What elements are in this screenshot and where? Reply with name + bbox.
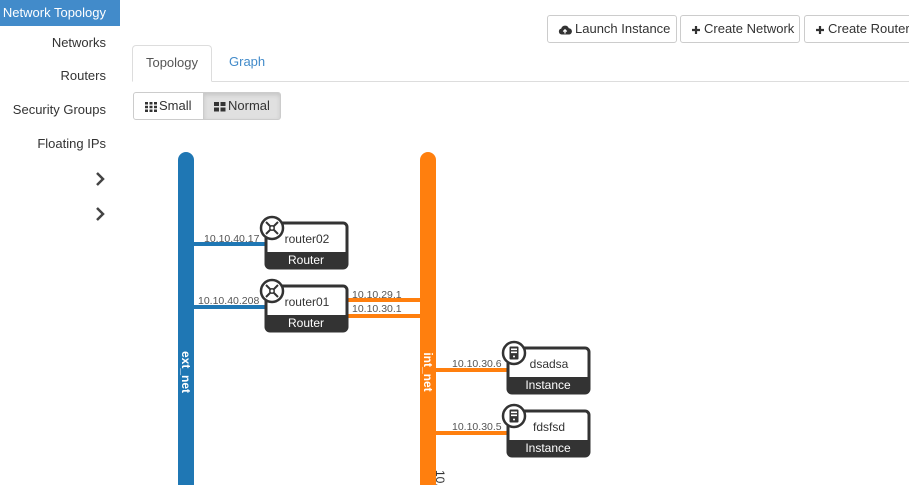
sidebar-item-networks[interactable]: Networks [51,35,106,50]
chevron-right-icon[interactable] [92,205,108,223]
instance-node[interactable]: Instance dsadsa [501,340,591,395]
router-node-name: router02 [285,232,330,246]
router-node-name: router01 [285,295,330,309]
router02-ext-ip: 10.10.40.17 [204,233,260,245]
tab-graph[interactable]: Graph [229,54,266,69]
launch-instance-label: Launch Instance [575,21,671,36]
router-node-type: Router [288,253,324,267]
router-icon [259,278,285,304]
server-icon [501,403,527,429]
tab-topology[interactable]: Topology [132,45,212,82]
network-ext-net-label: ext_net [179,351,193,393]
cloud-upload-icon [558,25,572,35]
instance-node-type: Instance [525,378,571,392]
network-int-net[interactable]: int_net 10.10 [420,152,447,485]
grid-small-icon [145,101,157,112]
launch-instance-button[interactable]: Launch Instance [547,15,677,43]
router01-int-ip-1: 10.10.29.1 [352,289,402,301]
chevron-right-icon[interactable] [92,170,108,188]
plus-icon [692,25,700,34]
sidebar: Network Topology Networks Routers Securi… [0,0,120,485]
sidebar-item-network-topology[interactable]: Network Topology [0,0,120,26]
server-icon [501,340,527,366]
network-int-net-cidr: 10.10 [433,470,447,485]
sidebar-item-routers[interactable]: Routers [60,68,106,83]
router01-ext-ip: 10.10.40.208 [198,295,259,307]
view-small-button[interactable]: Small [133,92,204,120]
create-router-button[interactable]: Create Router [804,15,909,43]
router-icon [259,215,285,241]
view-normal-label: Normal [228,98,270,113]
instance-node-type: Instance [525,441,571,455]
router-node[interactable]: Router router01 [259,278,349,333]
network-ext-net[interactable]: ext_net [178,152,194,485]
instance-node[interactable]: Instance fdsfsd [501,403,591,458]
create-network-button[interactable]: Create Network [680,15,800,43]
grid-large-icon [214,101,226,112]
dsadsa-ip: 10.10.30.6 [452,358,502,370]
sidebar-item-floating-ips[interactable]: Floating IPs [37,136,106,151]
sidebar-item-security-groups[interactable]: Security Groups [12,102,106,117]
create-network-label: Create Network [704,21,795,36]
create-router-label: Create Router [828,21,909,36]
tabs-divider [132,81,909,82]
instance-node-name: dsadsa [530,357,569,371]
fdsfsd-ip: 10.10.30.5 [452,421,502,433]
instance-node-name: fdsfsd [533,420,565,434]
router01-int-ip-2: 10.10.30.1 [352,303,402,315]
view-normal-button[interactable]: Normal [203,92,281,120]
router-node-type: Router [288,316,324,330]
router-node[interactable]: Router router02 [259,215,349,270]
view-small-label: Small [159,98,192,113]
network-int-net-label: int_net [421,352,435,391]
router01-int-link [346,298,430,318]
plus-icon [816,25,824,34]
